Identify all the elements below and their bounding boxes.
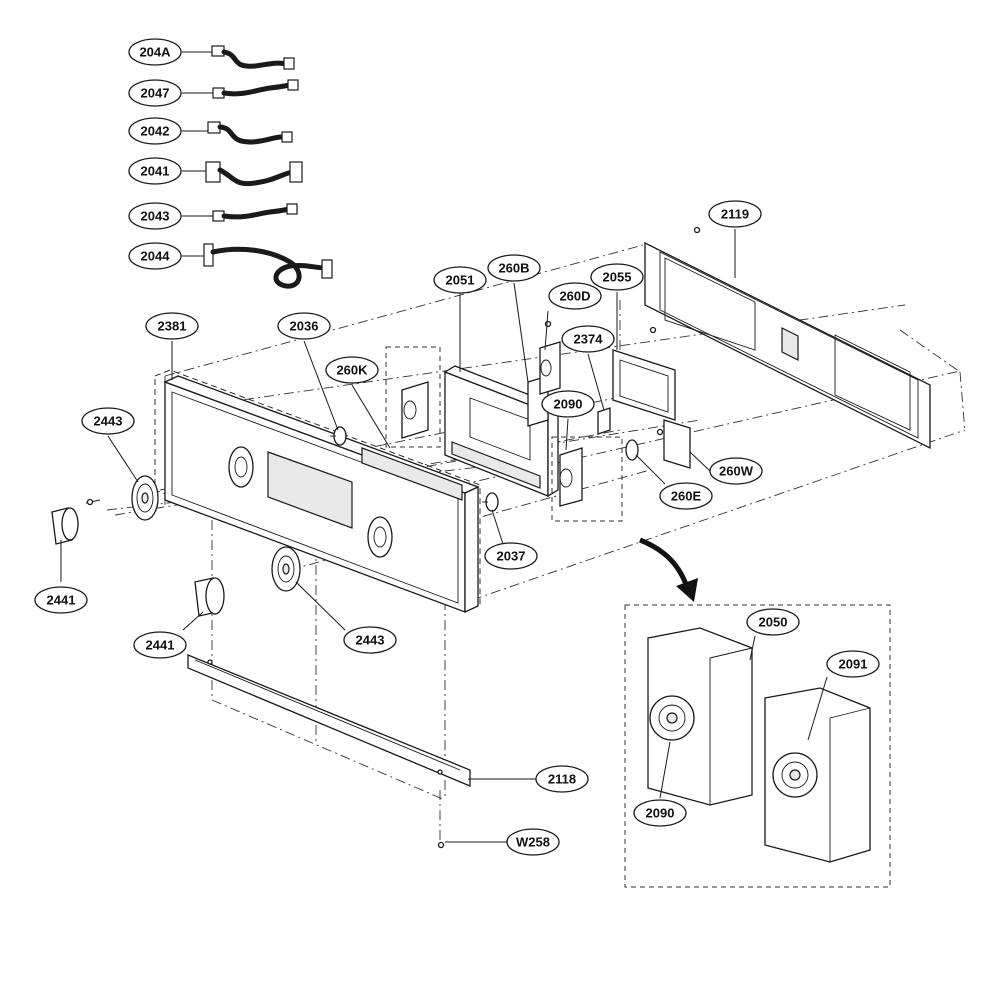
svg-text:2381: 2381	[158, 319, 187, 334]
callout-2036: 2036	[277, 312, 331, 340]
bottom-trim-2118	[187, 654, 471, 849]
callout-260W: 260W	[709, 457, 763, 485]
svg-text:2044: 2044	[141, 249, 171, 264]
svg-text:2090: 2090	[646, 806, 675, 821]
callout-260D: 260D	[548, 282, 602, 310]
callout-2041: 2041	[128, 157, 182, 185]
dashed-box-2090	[551, 436, 623, 522]
detail-holder-2090	[647, 627, 753, 806]
svg-text:260K: 260K	[336, 363, 368, 378]
svg-text:260W: 260W	[719, 464, 754, 479]
svg-text:2441: 2441	[47, 593, 76, 608]
svg-text:2051: 2051	[446, 273, 475, 288]
detail-box	[624, 604, 891, 888]
callout-2091: 2091	[826, 650, 880, 678]
svg-text:2047: 2047	[141, 86, 170, 101]
knob-2441-right	[194, 577, 225, 617]
svg-text:W258: W258	[516, 835, 550, 850]
svg-text:2119: 2119	[721, 207, 749, 222]
front-panel-2381	[154, 369, 481, 614]
bracket-260W-260E	[625, 419, 691, 469]
callout-2119: 2119	[708, 200, 762, 228]
svg-text:2050: 2050	[759, 615, 788, 630]
callout-2050: 2050	[746, 608, 800, 636]
callout-2047: 2047	[128, 79, 182, 107]
detail-arrow	[639, 537, 698, 602]
svg-text:2441: 2441	[146, 638, 175, 653]
svg-text:2118: 2118	[548, 772, 576, 787]
harness-2041	[182, 161, 303, 187]
callout-260B: 260B	[487, 254, 541, 282]
callout-2443-left: 2443	[81, 407, 135, 435]
svg-text:2090: 2090	[554, 397, 583, 412]
rear-frame-2119	[644, 226, 931, 450]
svg-text:2091: 2091	[839, 657, 868, 672]
svg-text:2041: 2041	[141, 164, 170, 179]
svg-text:2043: 2043	[141, 209, 170, 224]
svg-text:2374: 2374	[574, 332, 604, 347]
harness-2042	[182, 121, 293, 145]
callout-2374: 2374	[561, 325, 615, 353]
svg-text:204A: 204A	[139, 45, 171, 60]
harness-2044	[182, 243, 333, 289]
harness-204A	[182, 45, 295, 70]
detail-holder-2050-2091	[764, 687, 871, 863]
callout-260E: 260E	[659, 482, 713, 510]
callout-2051: 2051	[433, 266, 487, 294]
knob-bezel-2443-left	[131, 475, 159, 521]
wire-harness-group	[182, 45, 333, 289]
callout-2043: 2043	[128, 202, 182, 230]
bracket-260D	[539, 341, 561, 395]
encoder-2037	[482, 492, 499, 512]
svg-text:2443: 2443	[356, 633, 385, 648]
knob-bezel-2443-right	[271, 546, 301, 592]
callout-260K: 260K	[325, 356, 379, 384]
knob-2441-left	[51, 498, 101, 545]
svg-text:2055: 2055	[603, 270, 632, 285]
svg-text:2036: 2036	[290, 319, 319, 334]
callout-2118: 2118	[535, 765, 589, 793]
callout-W258: W258	[506, 828, 560, 856]
callout-2441-right: 2441	[133, 631, 187, 659]
harness-2043	[182, 203, 298, 222]
callout-2381: 2381	[145, 312, 199, 340]
panel-knob-hole-right	[367, 516, 393, 558]
pcb-assembly-2051	[443, 365, 560, 498]
panel-knob-hole-left	[228, 446, 254, 488]
leader-lines	[60, 229, 828, 843]
display-window-2055	[612, 349, 676, 421]
callout-2042: 2042	[128, 117, 182, 145]
callout-2441-left: 2441	[34, 586, 88, 614]
callout-2090-detail: 2090	[633, 799, 687, 827]
svg-text:2443: 2443	[94, 414, 123, 429]
callout-2055: 2055	[590, 263, 644, 291]
callout-2090-main: 2090	[541, 390, 595, 418]
dashed-box-260K	[385, 346, 441, 448]
svg-text:260B: 260B	[498, 261, 529, 276]
harness-2047	[182, 79, 299, 99]
callout-2443-right: 2443	[343, 626, 397, 654]
callout-204A: 204A	[128, 38, 182, 66]
callout-2044: 2044	[128, 242, 182, 270]
encoder-2036	[330, 426, 347, 446]
part-2374	[597, 407, 611, 435]
callout-2037: 2037	[484, 542, 538, 570]
svg-text:260E: 260E	[671, 489, 702, 504]
svg-text:2037: 2037	[497, 549, 526, 564]
svg-text:260D: 260D	[559, 289, 590, 304]
svg-text:2042: 2042	[141, 124, 170, 139]
